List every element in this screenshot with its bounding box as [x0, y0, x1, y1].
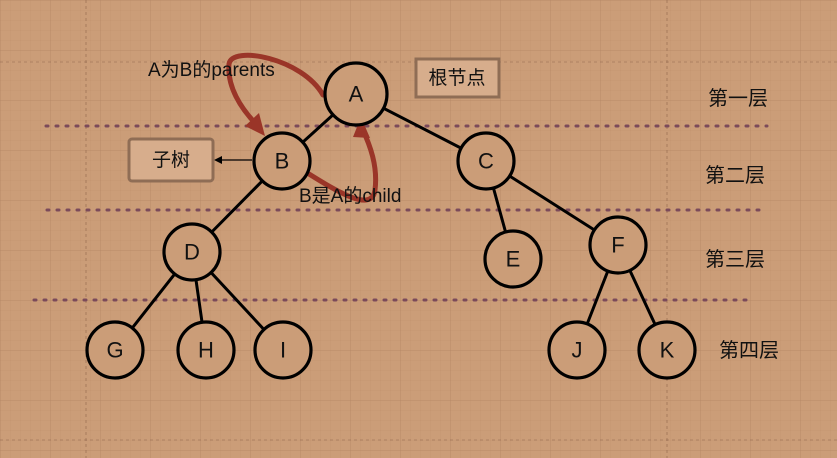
- node-circle: [253, 320, 313, 380]
- subtree-label: 子树: [152, 149, 190, 171]
- node-circle: [252, 131, 312, 191]
- node-label: I: [280, 338, 286, 363]
- level-label-4: 第四层: [719, 338, 779, 362]
- node-label: D: [184, 240, 200, 265]
- subtree-arrow: [214, 156, 252, 164]
- tree-nodes: A B C D E F G H I J K: [85, 61, 697, 380]
- child-annotation: B是A的child: [299, 185, 401, 207]
- root-label-box: 根节点: [414, 57, 501, 99]
- parents-relation-arrowhead: [245, 113, 265, 136]
- node-label: C: [478, 149, 494, 174]
- node-circle: [547, 320, 607, 380]
- tree-node-j: J: [547, 320, 607, 380]
- node-circle: [162, 222, 222, 282]
- tree-node-a: A: [323, 61, 389, 127]
- relation-arrows: [226, 52, 379, 203]
- node-label: H: [198, 338, 214, 363]
- node-circle: [637, 320, 697, 380]
- level-label-2: 第二层: [705, 163, 765, 187]
- tree-node-c: C: [456, 131, 516, 191]
- tree-node-e: E: [483, 229, 543, 289]
- node-circle: [456, 131, 516, 191]
- tree-node-b: B: [252, 131, 312, 191]
- tree-node-h: H: [176, 320, 236, 380]
- node-circle: [588, 215, 648, 275]
- tree-node-k: K: [637, 320, 697, 380]
- level-label-3: 第三层: [705, 247, 765, 271]
- child-relation-arrow: [306, 125, 379, 203]
- node-circle: [176, 320, 236, 380]
- node-label: A: [349, 82, 364, 107]
- node-circle: [483, 229, 543, 289]
- parents-relation-arrow: [226, 52, 326, 129]
- level-label-1: 第一层: [708, 86, 768, 110]
- tree-node-i: I: [253, 320, 313, 380]
- parents-annotation: A为B的parents: [148, 59, 275, 81]
- node-label: E: [506, 247, 521, 272]
- tree-node-d: D: [162, 222, 222, 282]
- child-relation-arrowhead: [353, 117, 370, 138]
- node-label: G: [106, 338, 123, 363]
- tree-node-g: G: [85, 320, 145, 380]
- subtree-label-box: 子树: [127, 137, 215, 183]
- tree-node-f: F: [588, 215, 648, 275]
- node-label: B: [275, 149, 290, 174]
- root-label: 根节点: [428, 67, 485, 89]
- node-label: J: [572, 338, 583, 363]
- node-label: K: [660, 338, 675, 363]
- node-circle: [85, 320, 145, 380]
- node-circle: [323, 61, 389, 127]
- node-label: F: [611, 233, 624, 258]
